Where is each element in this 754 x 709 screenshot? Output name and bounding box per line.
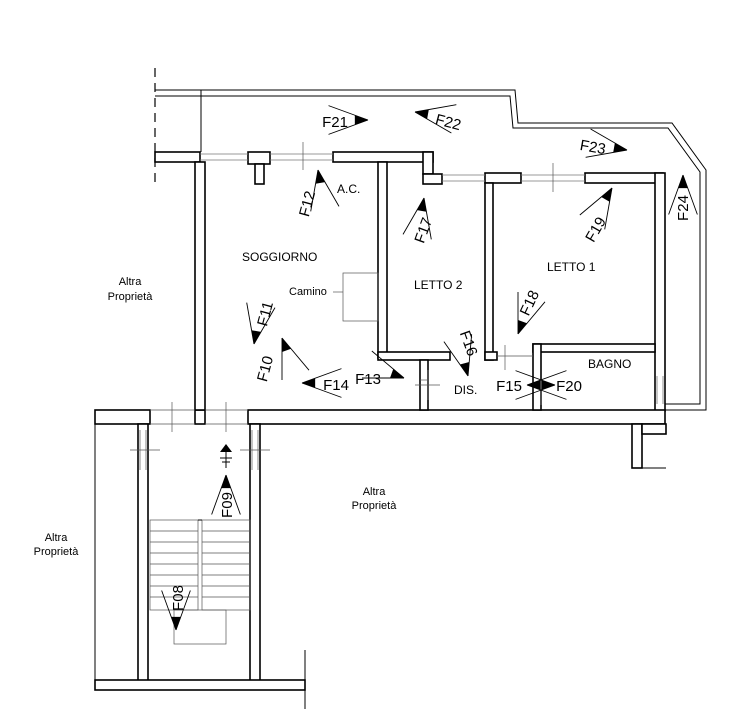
- photo-point-ray: [443, 341, 469, 377]
- photo-point-label: F19: [582, 214, 610, 245]
- photo-point-f10: F10: [254, 337, 310, 384]
- photo-point-cone: [613, 143, 627, 153]
- photo-point-label: F20: [556, 378, 582, 395]
- photo-point-f12: F12: [296, 169, 340, 219]
- photo-point-cone: [390, 369, 404, 378]
- photo-point-label: F21: [322, 114, 348, 131]
- photo-point-label: F12: [296, 189, 319, 218]
- photo-point-cone: [415, 109, 429, 119]
- room-label-ac: A.C.: [337, 182, 360, 196]
- room-label-letto1: LETTO 1: [547, 260, 596, 274]
- photo-point-f19: F19: [579, 187, 613, 245]
- photo-point-f09: F09: [211, 474, 241, 518]
- photo-point-ray: [668, 174, 684, 215]
- room-label-letto2: LETTO 2: [414, 278, 463, 292]
- photo-point-ray: [604, 187, 613, 230]
- photo-point-cone: [518, 320, 527, 334]
- photo-point-cone: [601, 188, 612, 202]
- photo-point-label: F10: [254, 354, 277, 383]
- neighbor-label-left-1: Altra: [119, 276, 143, 288]
- photo-point-label: F09: [219, 492, 236, 518]
- photo-point-ray: [579, 187, 613, 216]
- photo-point-cone: [354, 115, 368, 125]
- room-label-bagno: BAGNO: [588, 357, 631, 371]
- photo-point-cone: [678, 175, 688, 189]
- photo-point-f14: F14: [301, 368, 349, 398]
- photo-point-f18: F18: [517, 288, 546, 335]
- photo-point-label: F13: [355, 371, 381, 388]
- photo-point-ray: [467, 334, 473, 377]
- photo-point-label: F22: [433, 111, 462, 134]
- exterior-walls: [94, 151, 667, 469]
- photo-point-label: F11: [254, 300, 277, 328]
- neighbor-label-bottom-left-2: Proprietà: [34, 546, 80, 558]
- photo-point-ray: [414, 104, 457, 113]
- photo-point-f22: F22: [414, 104, 463, 134]
- room-label-soggiorno: SOGGIORNO: [242, 250, 317, 264]
- photo-point-f08: F08: [161, 585, 191, 631]
- photo-point-cone: [459, 362, 470, 376]
- photo-point-label: F15: [496, 378, 522, 395]
- photo-point-f13: F13: [355, 350, 405, 388]
- neighbor-label-left-2: Proprietà: [108, 291, 154, 303]
- photo-point-cone: [282, 338, 291, 352]
- photo-point-cone: [527, 380, 541, 390]
- photo-point-f11: F11: [246, 300, 277, 345]
- photo-point-label: F17: [411, 215, 436, 245]
- photo-point-cone: [221, 475, 231, 489]
- neighbor-label-bottom-left-1: Altra: [45, 532, 69, 544]
- photo-point-label: F14: [323, 377, 349, 394]
- photo-point-label: F24: [675, 195, 692, 221]
- photo-point-ray: [310, 169, 319, 212]
- photo-point-ray: [585, 149, 628, 158]
- photo-point-label: F23: [579, 137, 607, 158]
- neighbor-label-center-1: Altra: [363, 486, 387, 498]
- room-label-dis: DIS.: [454, 383, 477, 397]
- terrace: [155, 89, 707, 411]
- photo-point-cone: [541, 380, 555, 390]
- room-label-camino: Camino: [289, 286, 327, 298]
- photo-point-f21: F21: [322, 105, 369, 135]
- stairwell: [94, 423, 306, 709]
- windows: [150, 142, 664, 432]
- photo-point-cone: [251, 330, 261, 344]
- photo-point-f15: F15: [496, 370, 556, 400]
- photo-point-ray: [246, 302, 255, 345]
- photo-point-cone: [171, 616, 181, 630]
- photo-point-f24: F24: [668, 174, 698, 221]
- photo-point-label: F18: [517, 288, 543, 319]
- photo-point-f17: F17: [402, 197, 436, 246]
- photo-point-cone: [315, 170, 325, 184]
- photo-point-label: F08: [170, 585, 187, 611]
- photo-point-ray: [423, 197, 432, 240]
- photo-point-f23: F23: [579, 128, 628, 158]
- photo-point-ray: [682, 174, 698, 215]
- neighbor-label-center-2: Proprietà: [352, 500, 398, 512]
- fireplace: [342, 272, 379, 322]
- photo-point-label: F16: [456, 328, 481, 358]
- photo-point-f20: F20: [526, 370, 582, 400]
- photo-point-cone: [417, 198, 427, 212]
- photo-point-cone: [302, 378, 316, 388]
